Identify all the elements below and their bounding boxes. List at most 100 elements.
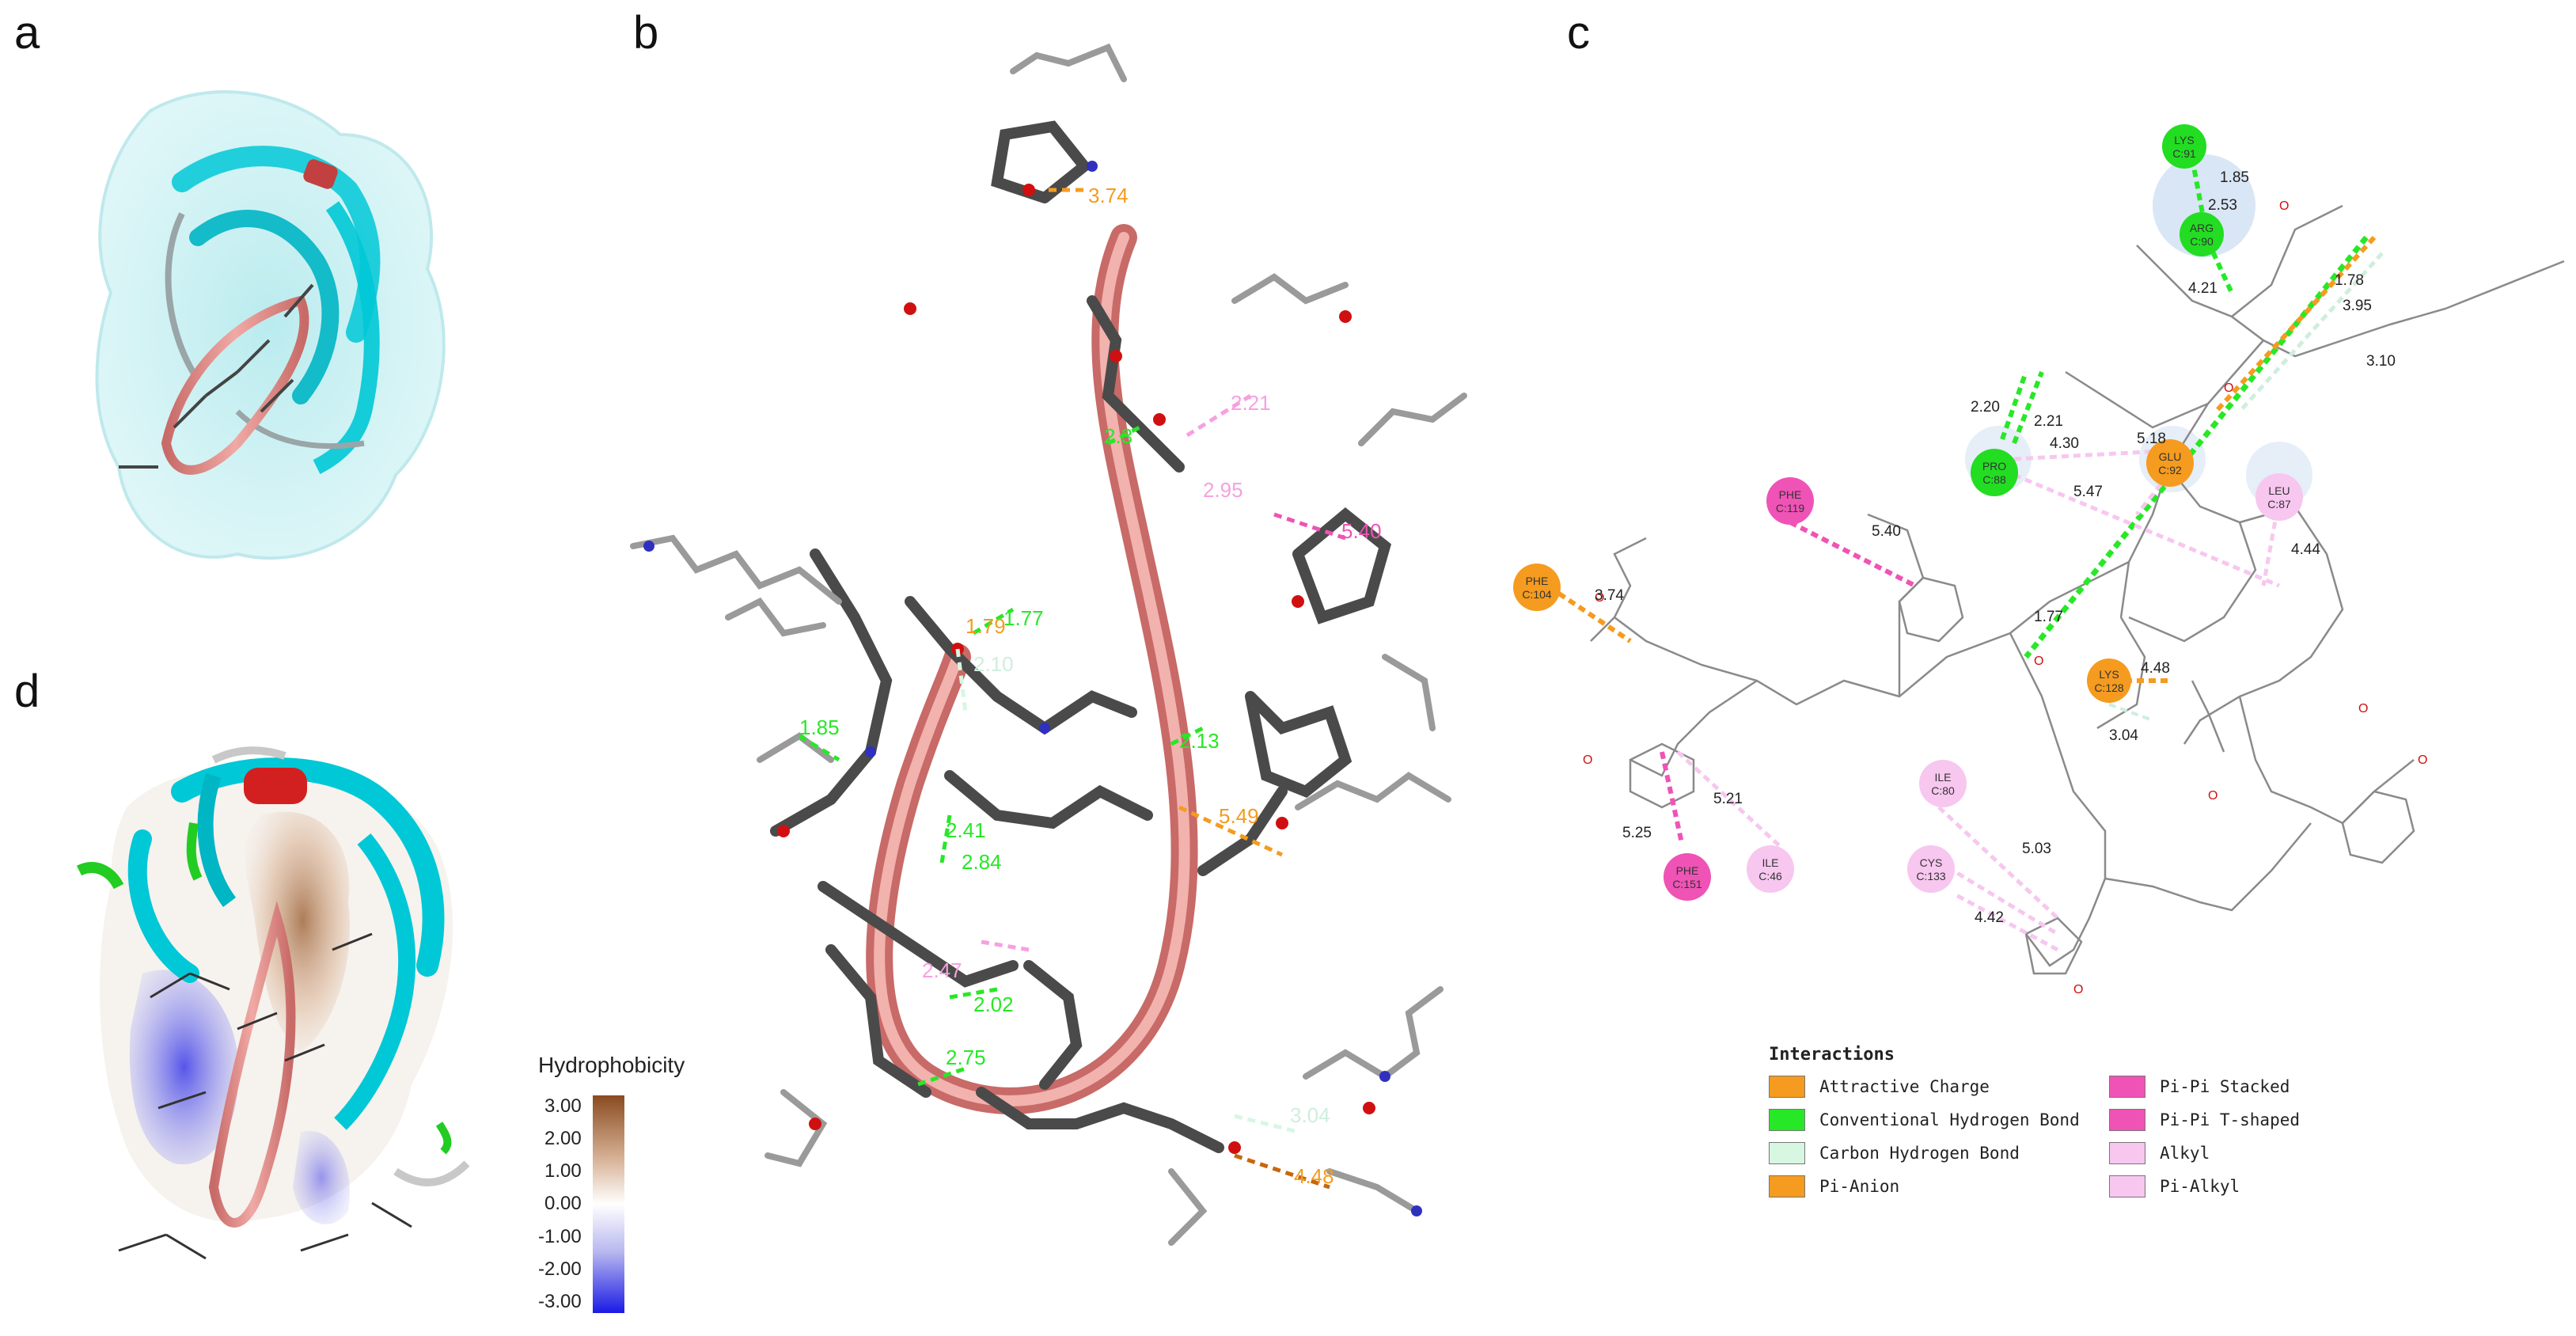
- panel-c-residue-discs: [1513, 124, 2303, 901]
- legend-item-pi-anion: Pi-Anion: [1769, 1175, 2109, 1197]
- legend-item-attractive-charge: Attractive Charge: [1769, 1076, 2109, 1098]
- b-dist-8: 2.10: [973, 652, 1014, 676]
- c-dist-5: 3.95: [2343, 298, 2372, 314]
- c-dist-8: 2.21: [2034, 413, 2063, 430]
- res-name-pro88: PRO: [1982, 460, 2006, 473]
- res-name-phe151: PHE: [1676, 864, 1699, 877]
- b-dist-16: 2.47: [922, 958, 962, 982]
- c-dist-2: 2.53: [2208, 197, 2237, 214]
- hydro-tick: 3.00: [544, 1095, 582, 1117]
- res-name-arg90: ARG: [2190, 222, 2214, 234]
- c-dist-11: 5.47: [2073, 484, 2103, 500]
- svg-text:O: O: [2073, 983, 2083, 996]
- res-chain-ile80: C:80: [1931, 784, 1955, 797]
- res-name-lys91: LYS: [2174, 134, 2194, 146]
- legend-swatch: [1769, 1175, 1805, 1197]
- c-dist-20: 5.03: [2022, 841, 2051, 857]
- legend-swatch: [1769, 1076, 1805, 1098]
- b-dist-17: 3.04: [1290, 1103, 1330, 1127]
- c-dist-13: 4.44: [2291, 541, 2320, 558]
- res-chain-lys128: C:128: [2094, 681, 2124, 694]
- hydrophobicity-title: Hydrophobicity: [538, 1053, 685, 1077]
- c-dist-6: 3.10: [2366, 353, 2396, 370]
- c-dist-18: 5.21: [1713, 791, 1743, 807]
- c-dist-9: 4.30: [2050, 435, 2079, 452]
- panel-b-distance-labels: 3.74 2.21 2.95 2.3 5.40 1.77 1.79 2.10 1…: [799, 184, 1382, 1188]
- res-chain-glu92: C:92: [2158, 464, 2182, 476]
- svg-text:O: O: [1583, 753, 1592, 767]
- c-dist-12: 5.40: [1872, 523, 1901, 540]
- c-dist-15: 1.77: [2034, 609, 2063, 625]
- res-chain-lys91: C:91: [2172, 147, 2196, 160]
- legend-item-pi-pi-stacked: Pi-Pi Stacked: [2109, 1076, 2449, 1098]
- hydro-tick: -1.00: [538, 1225, 582, 1247]
- b-dist-7: 1.79: [966, 614, 1006, 638]
- c-dist-7: 2.20: [1971, 399, 2000, 416]
- svg-text:O: O: [2208, 789, 2217, 803]
- c-dist-10: 5.18: [2137, 431, 2166, 447]
- b-dist-1: 3.74: [1088, 184, 1129, 207]
- res-name-glu92: GLU: [2159, 450, 2182, 463]
- svg-text:O: O: [2034, 655, 2043, 668]
- legend-title: Interactions: [1769, 1045, 1895, 1065]
- res-name-phe119: PHE: [1779, 488, 1802, 501]
- panel-label-a: a: [14, 7, 40, 59]
- c-dist-17: 3.04: [2109, 727, 2138, 744]
- hydro-tick: 0.00: [544, 1193, 582, 1215]
- b-dist-4: 2.3: [1104, 424, 1132, 448]
- legend-label: Pi-Pi Stacked: [2160, 1077, 2290, 1096]
- b-dist-5: 5.40: [1341, 519, 1382, 543]
- legend-swatch: [2109, 1076, 2145, 1098]
- hydrophobicity-ticks: 3.00 2.00 1.00 0.00 -1.00 -2.00 -3.00: [538, 1095, 582, 1313]
- legend-swatch: [1769, 1142, 1805, 1164]
- b-dist-2: 2.21: [1231, 391, 1271, 415]
- b-dist-18: 4.48: [1294, 1164, 1334, 1188]
- c-dist-14: 3.74: [1595, 587, 1624, 604]
- b-dist-13: 5.49: [1219, 804, 1259, 828]
- res-chain-leu87: C:87: [2267, 498, 2291, 510]
- c-dist-3: 4.21: [2188, 280, 2217, 297]
- c-dist-19: 5.25: [1622, 825, 1652, 841]
- legend-label: Attractive Charge: [1819, 1077, 1990, 1096]
- hydrophobicity-colorbar: [592, 1095, 624, 1313]
- res-name-ile46: ILE: [1762, 856, 1778, 869]
- interactions-legend: Interactions Attractive Charge Pi-Pi Sta…: [1769, 1045, 2449, 1197]
- legend-item-carbon-hbond: Carbon Hydrogen Bond: [1769, 1142, 2109, 1164]
- legend-item-pi-pi-tshaped: Pi-Pi T-shaped: [2109, 1109, 2449, 1131]
- legend-label: Pi-Pi T-shaped: [2160, 1110, 2301, 1129]
- panel-label-d: d: [14, 666, 40, 717]
- legend-swatch: [2109, 1175, 2145, 1197]
- panel-b-binding-pose: [630, 43, 1467, 1246]
- b-dist-11: 2.84: [962, 850, 1002, 874]
- svg-text:O: O: [2418, 753, 2427, 767]
- legend-swatch: [1769, 1109, 1805, 1131]
- legend-item-alkyl: Alkyl: [2109, 1142, 2449, 1164]
- legend-swatch: [2109, 1109, 2145, 1131]
- res-name-lys128: LYS: [2099, 668, 2119, 681]
- c-dist-1: 1.85: [2220, 169, 2249, 186]
- svg-text:O: O: [2279, 199, 2289, 213]
- res-chain-arg90: C:90: [2190, 235, 2214, 248]
- b-dist-14: 2.02: [973, 993, 1014, 1016]
- res-chain-phe151: C:151: [1672, 878, 1702, 890]
- legend-label: Alkyl: [2160, 1144, 2210, 1163]
- b-dist-10: 2.41: [946, 818, 986, 842]
- res-name-leu87: LEU: [2268, 484, 2290, 497]
- b-dist-12: 2.13: [1179, 729, 1220, 753]
- legend-item-pi-alkyl: Pi-Alkyl: [2109, 1175, 2449, 1197]
- b-dist-9: 1.85: [799, 715, 840, 739]
- legend-label: Conventional Hydrogen Bond: [1819, 1110, 2080, 1129]
- panel-d-hydrophobic-surface: [76, 746, 470, 1260]
- res-chain-phe104: C:104: [1522, 588, 1552, 601]
- panel-label-b: b: [633, 7, 659, 59]
- b-dist-3: 2.95: [1203, 478, 1243, 502]
- legend-swatch: [2109, 1142, 2145, 1164]
- svg-text:O: O: [2224, 381, 2233, 395]
- res-chain-pro88: C:88: [1982, 473, 2006, 486]
- c-dist-16: 4.48: [2141, 660, 2170, 677]
- hydro-tick: -2.00: [538, 1258, 582, 1280]
- c-dist-4: 1.78: [2335, 272, 2364, 289]
- hydro-tick: 1.00: [544, 1160, 582, 1182]
- res-name-phe104: PHE: [1526, 575, 1549, 587]
